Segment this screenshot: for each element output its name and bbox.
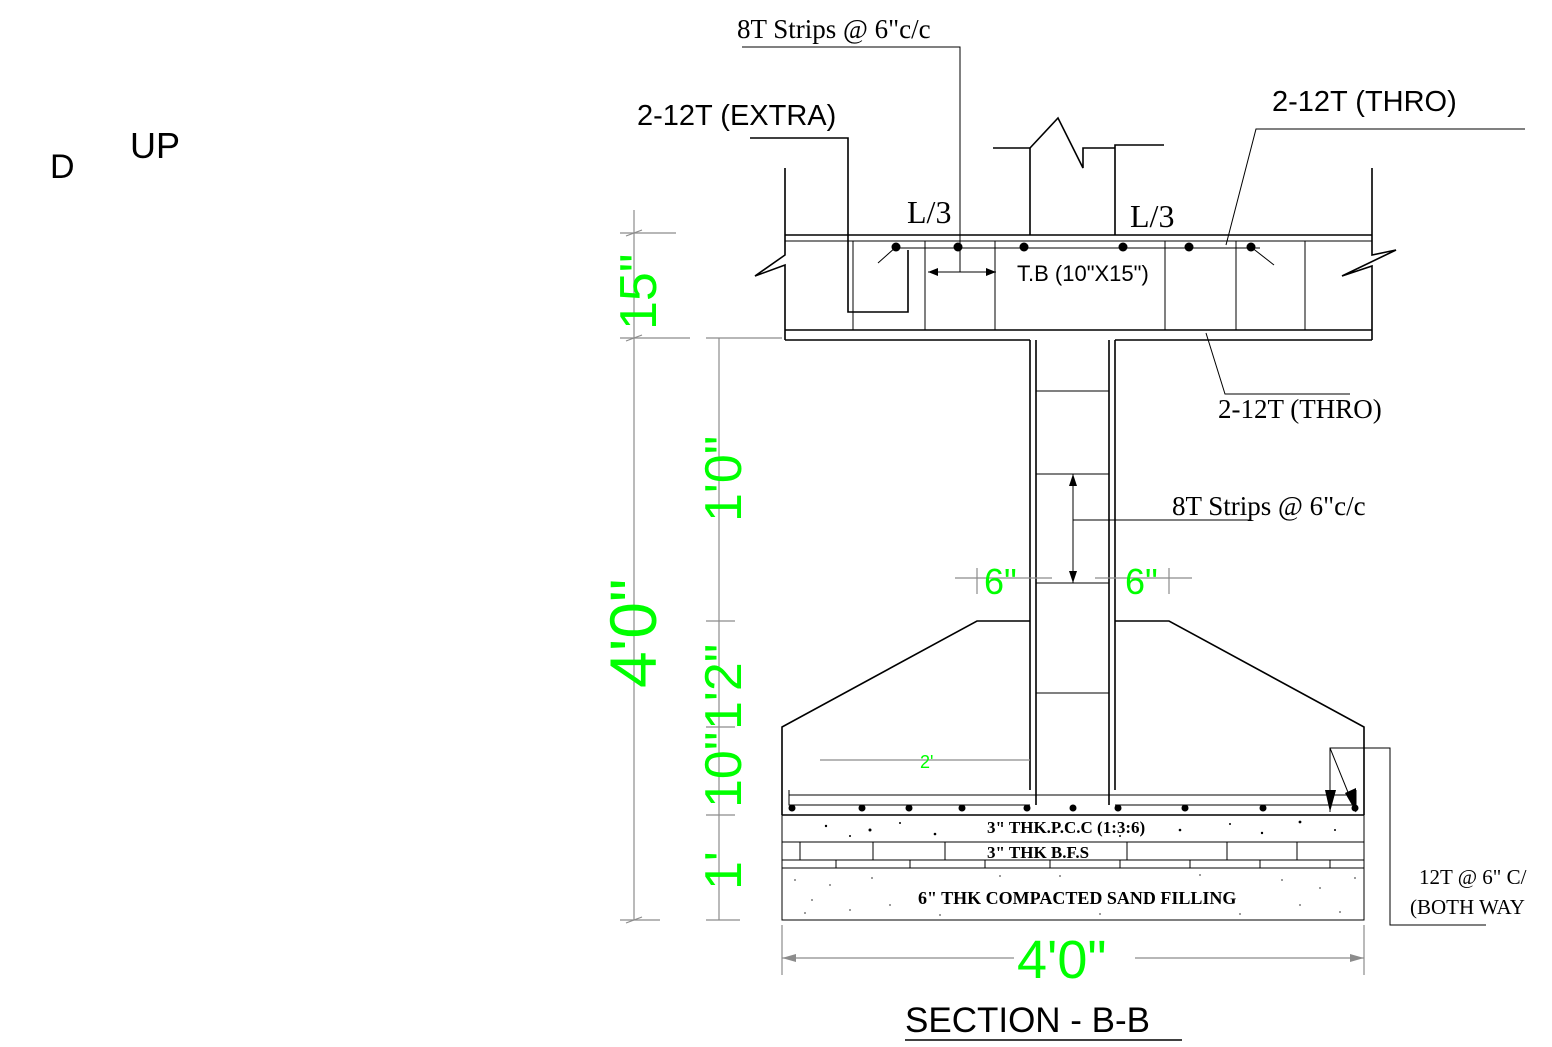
label-strips-column: 8T Strips @ 6"c/c	[1172, 491, 1366, 521]
label-sand: 6" THK COMPACTED SAND FILLING	[918, 888, 1236, 908]
upper-column	[993, 116, 1164, 235]
dim-offset-left: 6"	[984, 561, 1017, 602]
dim-base-layers: 1'	[695, 851, 753, 890]
tie-beam	[750, 137, 1397, 341]
dim-footing-width: 4'0"	[1017, 930, 1107, 990]
dim-beam-depth: 15"	[610, 254, 668, 330]
label-pcc: 3" THK.P.C.C (1:3:6)	[987, 818, 1145, 837]
label-thro-top: 2-12T (THRO)	[1272, 86, 1457, 118]
section-title: SECTION - B-B	[905, 1001, 1150, 1040]
label-bfs: 3" THK B.F.S	[987, 843, 1089, 862]
pedestal	[1029, 340, 1116, 805]
label-strips-top: 8T Strips @ 6"c/c	[737, 14, 931, 44]
dim-taper: 1'2"	[695, 644, 753, 730]
label-l3-right: L/3	[1130, 198, 1174, 234]
leaders	[742, 46, 1525, 926]
label-tie-beam: T.B (10"X15")	[1017, 261, 1149, 286]
label-extra-bars: 2-12T (EXTRA)	[637, 100, 836, 132]
dim-total-depth: 4'0"	[596, 579, 670, 688]
dim-pedestal: 1'0"	[695, 436, 753, 522]
label-footing-bars-2: (BOTH WAY	[1410, 895, 1525, 919]
footing	[781, 620, 1365, 921]
label-footing-bars-1: 12T @ 6" C/	[1419, 865, 1527, 889]
label-up: UP	[130, 125, 180, 166]
dim-offset-right: 6"	[1125, 561, 1158, 602]
label-l3-left: L/3	[907, 194, 951, 230]
label-thro-bottom: 2-12T (THRO)	[1218, 394, 1382, 424]
dim-footing-edge: 10"	[695, 732, 753, 808]
dimension-lines	[620, 210, 1365, 975]
dim-inner-2: 2'	[920, 752, 933, 772]
label-d: D	[50, 148, 75, 186]
